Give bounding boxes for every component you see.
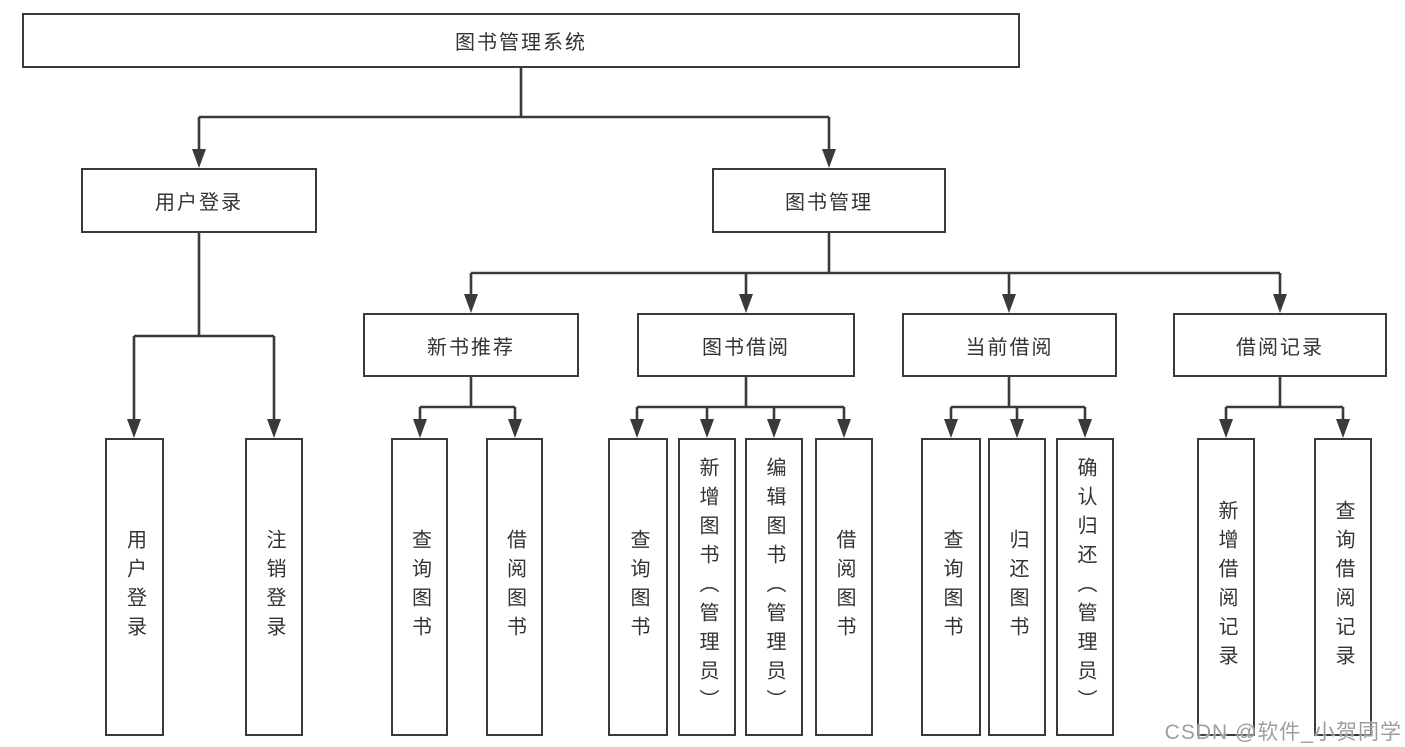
node-book-management-label: 图书管理 [785, 192, 873, 214]
node-leaf-user-login-label: 用户登录 [123, 529, 146, 645]
node-user-login: 用户登录 [81, 168, 317, 233]
node-leaf-edit-book-admin: 编辑图书（管理员） [745, 438, 803, 736]
node-leaf-borrow-books-2-label: 借阅图书 [833, 529, 855, 645]
connector-strokes [132, 66, 1345, 422]
node-library-system: 图书管理系统 [22, 13, 1020, 68]
node-leaf-borrow-books-1: 借阅图书 [486, 438, 543, 736]
node-leaf-logout-label: 注销登录 [263, 529, 285, 645]
node-leaf-return-book-label: 归还图书 [1006, 529, 1028, 645]
node-leaf-query-books-3-label: 查询图书 [940, 529, 962, 645]
node-leaf-logout: 注销登录 [245, 438, 303, 736]
node-current-borrowing: 当前借阅 [902, 313, 1117, 377]
node-library-system-label: 图书管理系统 [455, 32, 587, 54]
node-borrow-records: 借阅记录 [1173, 313, 1387, 377]
node-leaf-confirm-return-admin: 确认归还（管理员） [1056, 438, 1114, 736]
node-leaf-user-login: 用户登录 [105, 438, 164, 736]
node-leaf-edit-book-admin-label: 编辑图书（管理员） [763, 456, 785, 718]
node-new-book-recommend: 新书推荐 [363, 313, 579, 377]
node-leaf-add-borrow-record-label: 新增借阅记录 [1215, 500, 1237, 674]
node-leaf-return-book: 归还图书 [988, 438, 1046, 736]
node-leaf-query-books-1-label: 查询图书 [408, 529, 431, 645]
node-leaf-query-books-1: 查询图书 [391, 438, 448, 736]
node-leaf-add-book-admin: 新增图书（管理员） [678, 438, 736, 736]
node-book-borrowing: 图书借阅 [637, 313, 855, 377]
node-user-login-label: 用户登录 [155, 192, 243, 214]
node-leaf-add-book-admin-label: 新增图书（管理员） [696, 456, 718, 718]
node-book-borrowing-label: 图书借阅 [702, 336, 790, 359]
node-leaf-query-borrow-record: 查询借阅记录 [1314, 438, 1372, 736]
csdn-watermark: CSDN @软件_小贺同学 [1164, 721, 1402, 744]
node-leaf-query-borrow-record-label: 查询借阅记录 [1332, 500, 1354, 674]
node-leaf-query-books-2-label: 查询图书 [627, 529, 649, 645]
node-book-management: 图书管理 [712, 168, 946, 233]
node-current-borrowing-label: 当前借阅 [965, 336, 1054, 359]
node-borrow-records-label: 借阅记录 [1236, 336, 1324, 359]
node-leaf-add-borrow-record: 新增借阅记录 [1197, 438, 1255, 736]
node-leaf-query-books-3: 查询图书 [921, 438, 981, 736]
node-leaf-borrow-books-2: 借阅图书 [815, 438, 873, 736]
node-leaf-query-books-2: 查询图书 [608, 438, 668, 736]
node-leaf-confirm-return-admin-label: 确认归还（管理员） [1074, 456, 1096, 718]
node-new-book-recommend-label: 新书推荐 [427, 336, 515, 359]
arrowheads [127, 149, 1350, 438]
node-leaf-borrow-books-1-label: 借阅图书 [503, 529, 526, 645]
